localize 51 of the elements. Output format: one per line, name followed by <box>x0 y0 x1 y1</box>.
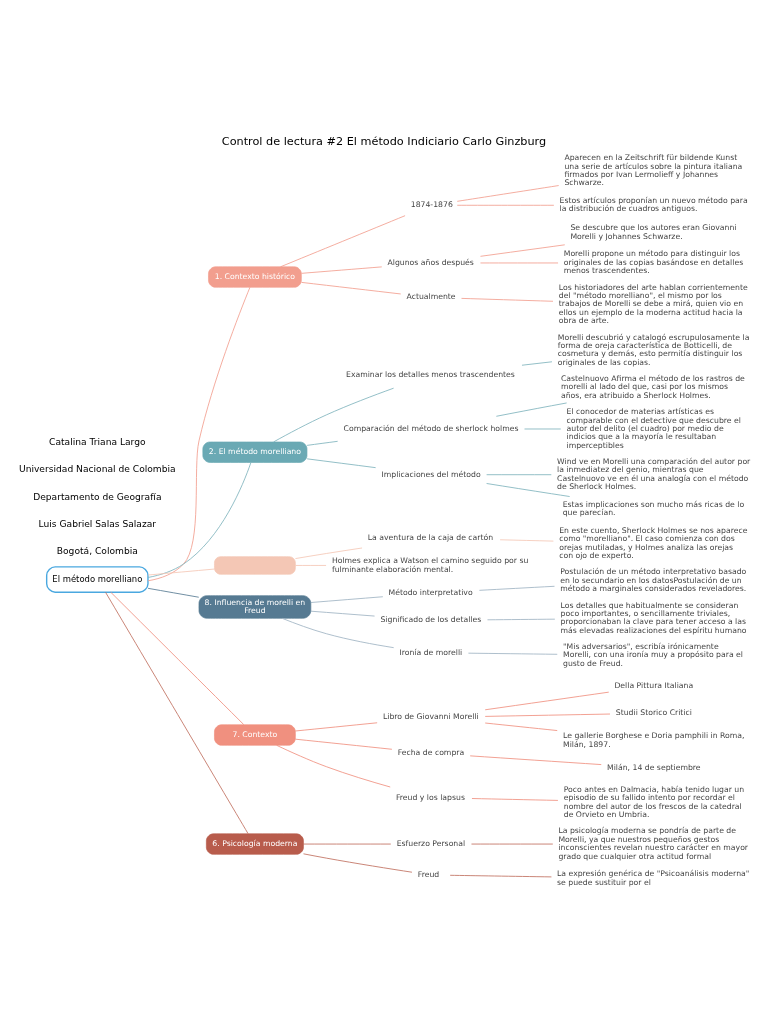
connector <box>487 618 556 621</box>
node-box <box>214 556 296 575</box>
connector <box>306 440 339 446</box>
connector <box>478 585 555 591</box>
connector <box>484 691 610 711</box>
connector <box>471 798 559 801</box>
connector <box>495 402 568 417</box>
label: Universidad Nacional de Colombia <box>18 464 176 475</box>
connector <box>147 587 200 598</box>
connector <box>486 474 552 476</box>
label: Catalina Triana Largo <box>49 436 146 447</box>
connector <box>295 722 378 732</box>
connector <box>310 596 384 603</box>
connector <box>456 204 555 206</box>
connector <box>301 281 402 295</box>
label: Bogotá, Colombia <box>56 546 138 557</box>
connector <box>310 610 375 617</box>
connector <box>499 539 554 542</box>
connector <box>480 262 559 264</box>
connector <box>521 361 553 366</box>
connector <box>303 843 392 845</box>
connector <box>486 483 571 497</box>
connector <box>147 568 215 576</box>
connector <box>480 244 566 257</box>
connector <box>484 713 611 717</box>
connector <box>147 462 252 578</box>
connector <box>281 617 395 649</box>
connector <box>295 565 327 566</box>
connector <box>303 853 413 873</box>
connector <box>273 387 395 443</box>
diagram-title: Control de lectura #2 El método Indiciario Carlo Ginzburg <box>221 134 547 148</box>
connector <box>524 428 562 430</box>
connector <box>471 843 554 845</box>
node-box: El método morelliano <box>45 566 149 593</box>
connector <box>280 215 406 268</box>
connector <box>456 185 560 202</box>
connector <box>484 722 558 731</box>
connector <box>295 547 363 559</box>
connector <box>306 458 377 469</box>
connector <box>276 744 391 788</box>
connector <box>295 738 393 750</box>
connector <box>147 286 251 582</box>
label: Departamento de Geografía <box>33 491 162 502</box>
connector <box>449 874 552 878</box>
connector <box>301 266 383 274</box>
connector <box>461 297 554 302</box>
connector <box>469 755 602 765</box>
connector <box>110 591 245 726</box>
label: Luis Gabriel Salas Salazar <box>38 519 157 530</box>
connector <box>468 652 558 655</box>
connector <box>105 591 249 835</box>
